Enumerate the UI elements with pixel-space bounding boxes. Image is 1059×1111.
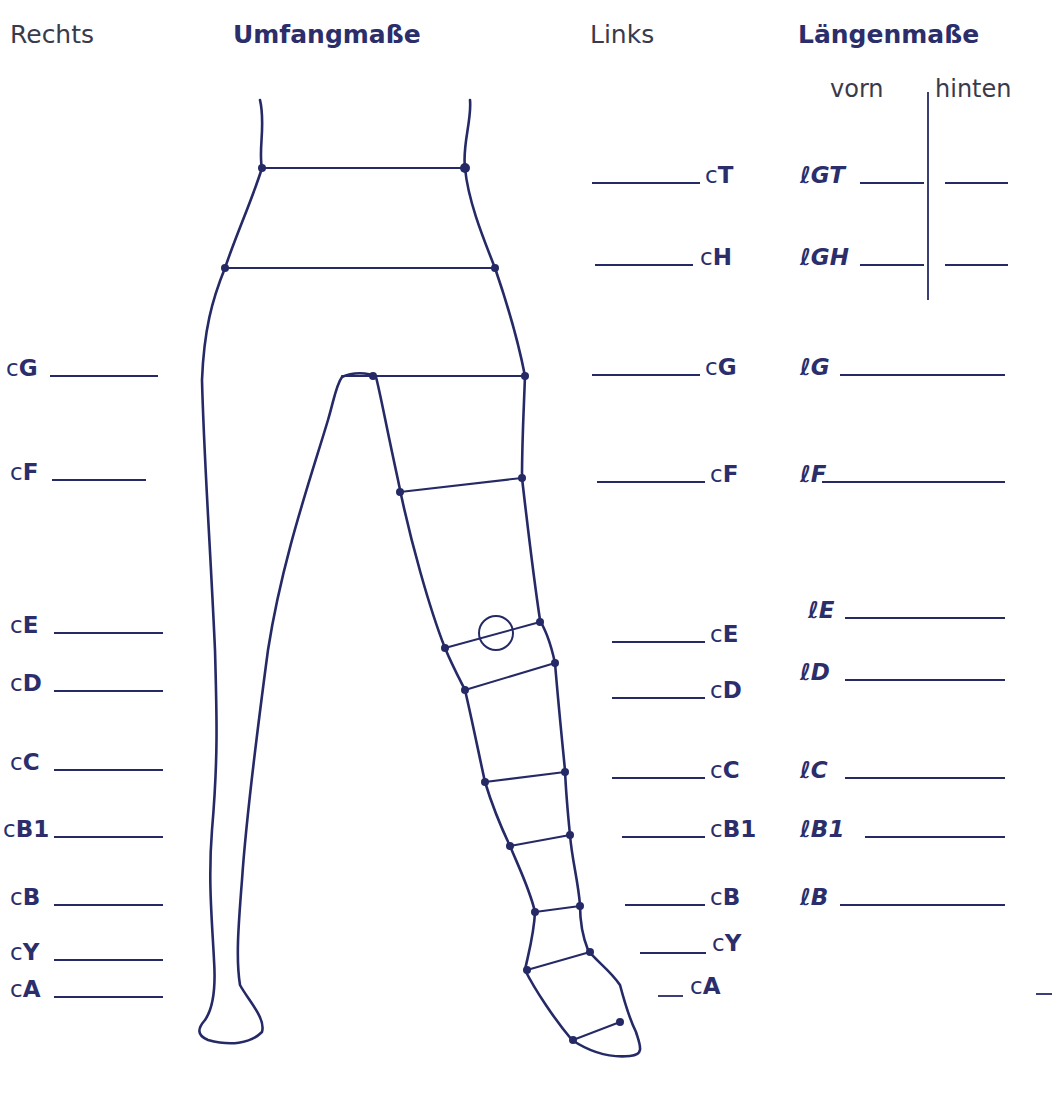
measure-dots bbox=[221, 163, 624, 1044]
circumference-label: cD bbox=[710, 679, 742, 702]
circumference-label: cD bbox=[10, 672, 42, 695]
circumference-label: cF bbox=[10, 461, 38, 484]
length-label: ℓGT bbox=[800, 164, 845, 187]
circumference-label: cB1 bbox=[3, 818, 49, 841]
column-heading: hinten bbox=[935, 77, 1011, 101]
circumference-label: cY bbox=[10, 941, 39, 964]
circumference-label: cG bbox=[6, 357, 38, 380]
length-label: ℓD bbox=[800, 661, 830, 684]
circumference-label: cF bbox=[710, 463, 738, 486]
circumference-label: cA bbox=[690, 975, 720, 998]
circumference-label: cC bbox=[10, 751, 40, 774]
side-heading: Links bbox=[590, 22, 654, 47]
side-heading: Rechts bbox=[10, 22, 94, 47]
body-outline bbox=[199, 100, 640, 1056]
section-heading: Längenmaße bbox=[798, 22, 979, 47]
circumference-label: cE bbox=[10, 614, 38, 637]
length-label: ℓB bbox=[800, 886, 828, 909]
measure-lines bbox=[225, 168, 620, 1040]
blank-lines bbox=[50, 92, 1052, 997]
circumference-label: cH bbox=[700, 246, 732, 269]
length-label: ℓC bbox=[800, 759, 828, 782]
length-label: ℓG bbox=[800, 356, 830, 379]
circumference-label: cT bbox=[705, 164, 733, 187]
length-label: ℓF bbox=[800, 463, 827, 486]
length-label: ℓGH bbox=[800, 246, 849, 269]
section-heading: Umfangmaße bbox=[233, 22, 421, 47]
circumference-label: cB1 bbox=[710, 818, 756, 841]
circumference-label: cB bbox=[10, 886, 40, 909]
circumference-label: cC bbox=[710, 759, 740, 782]
circumference-label: cA bbox=[10, 978, 40, 1001]
column-heading: vorn bbox=[830, 77, 884, 101]
length-label: ℓB1 bbox=[800, 818, 844, 841]
circumference-label: cY bbox=[712, 932, 741, 955]
circumference-label: cB bbox=[710, 886, 740, 909]
length-label: ℓE bbox=[808, 599, 835, 622]
circumference-label: cE bbox=[710, 623, 738, 646]
circumference-label: cG bbox=[705, 356, 737, 379]
